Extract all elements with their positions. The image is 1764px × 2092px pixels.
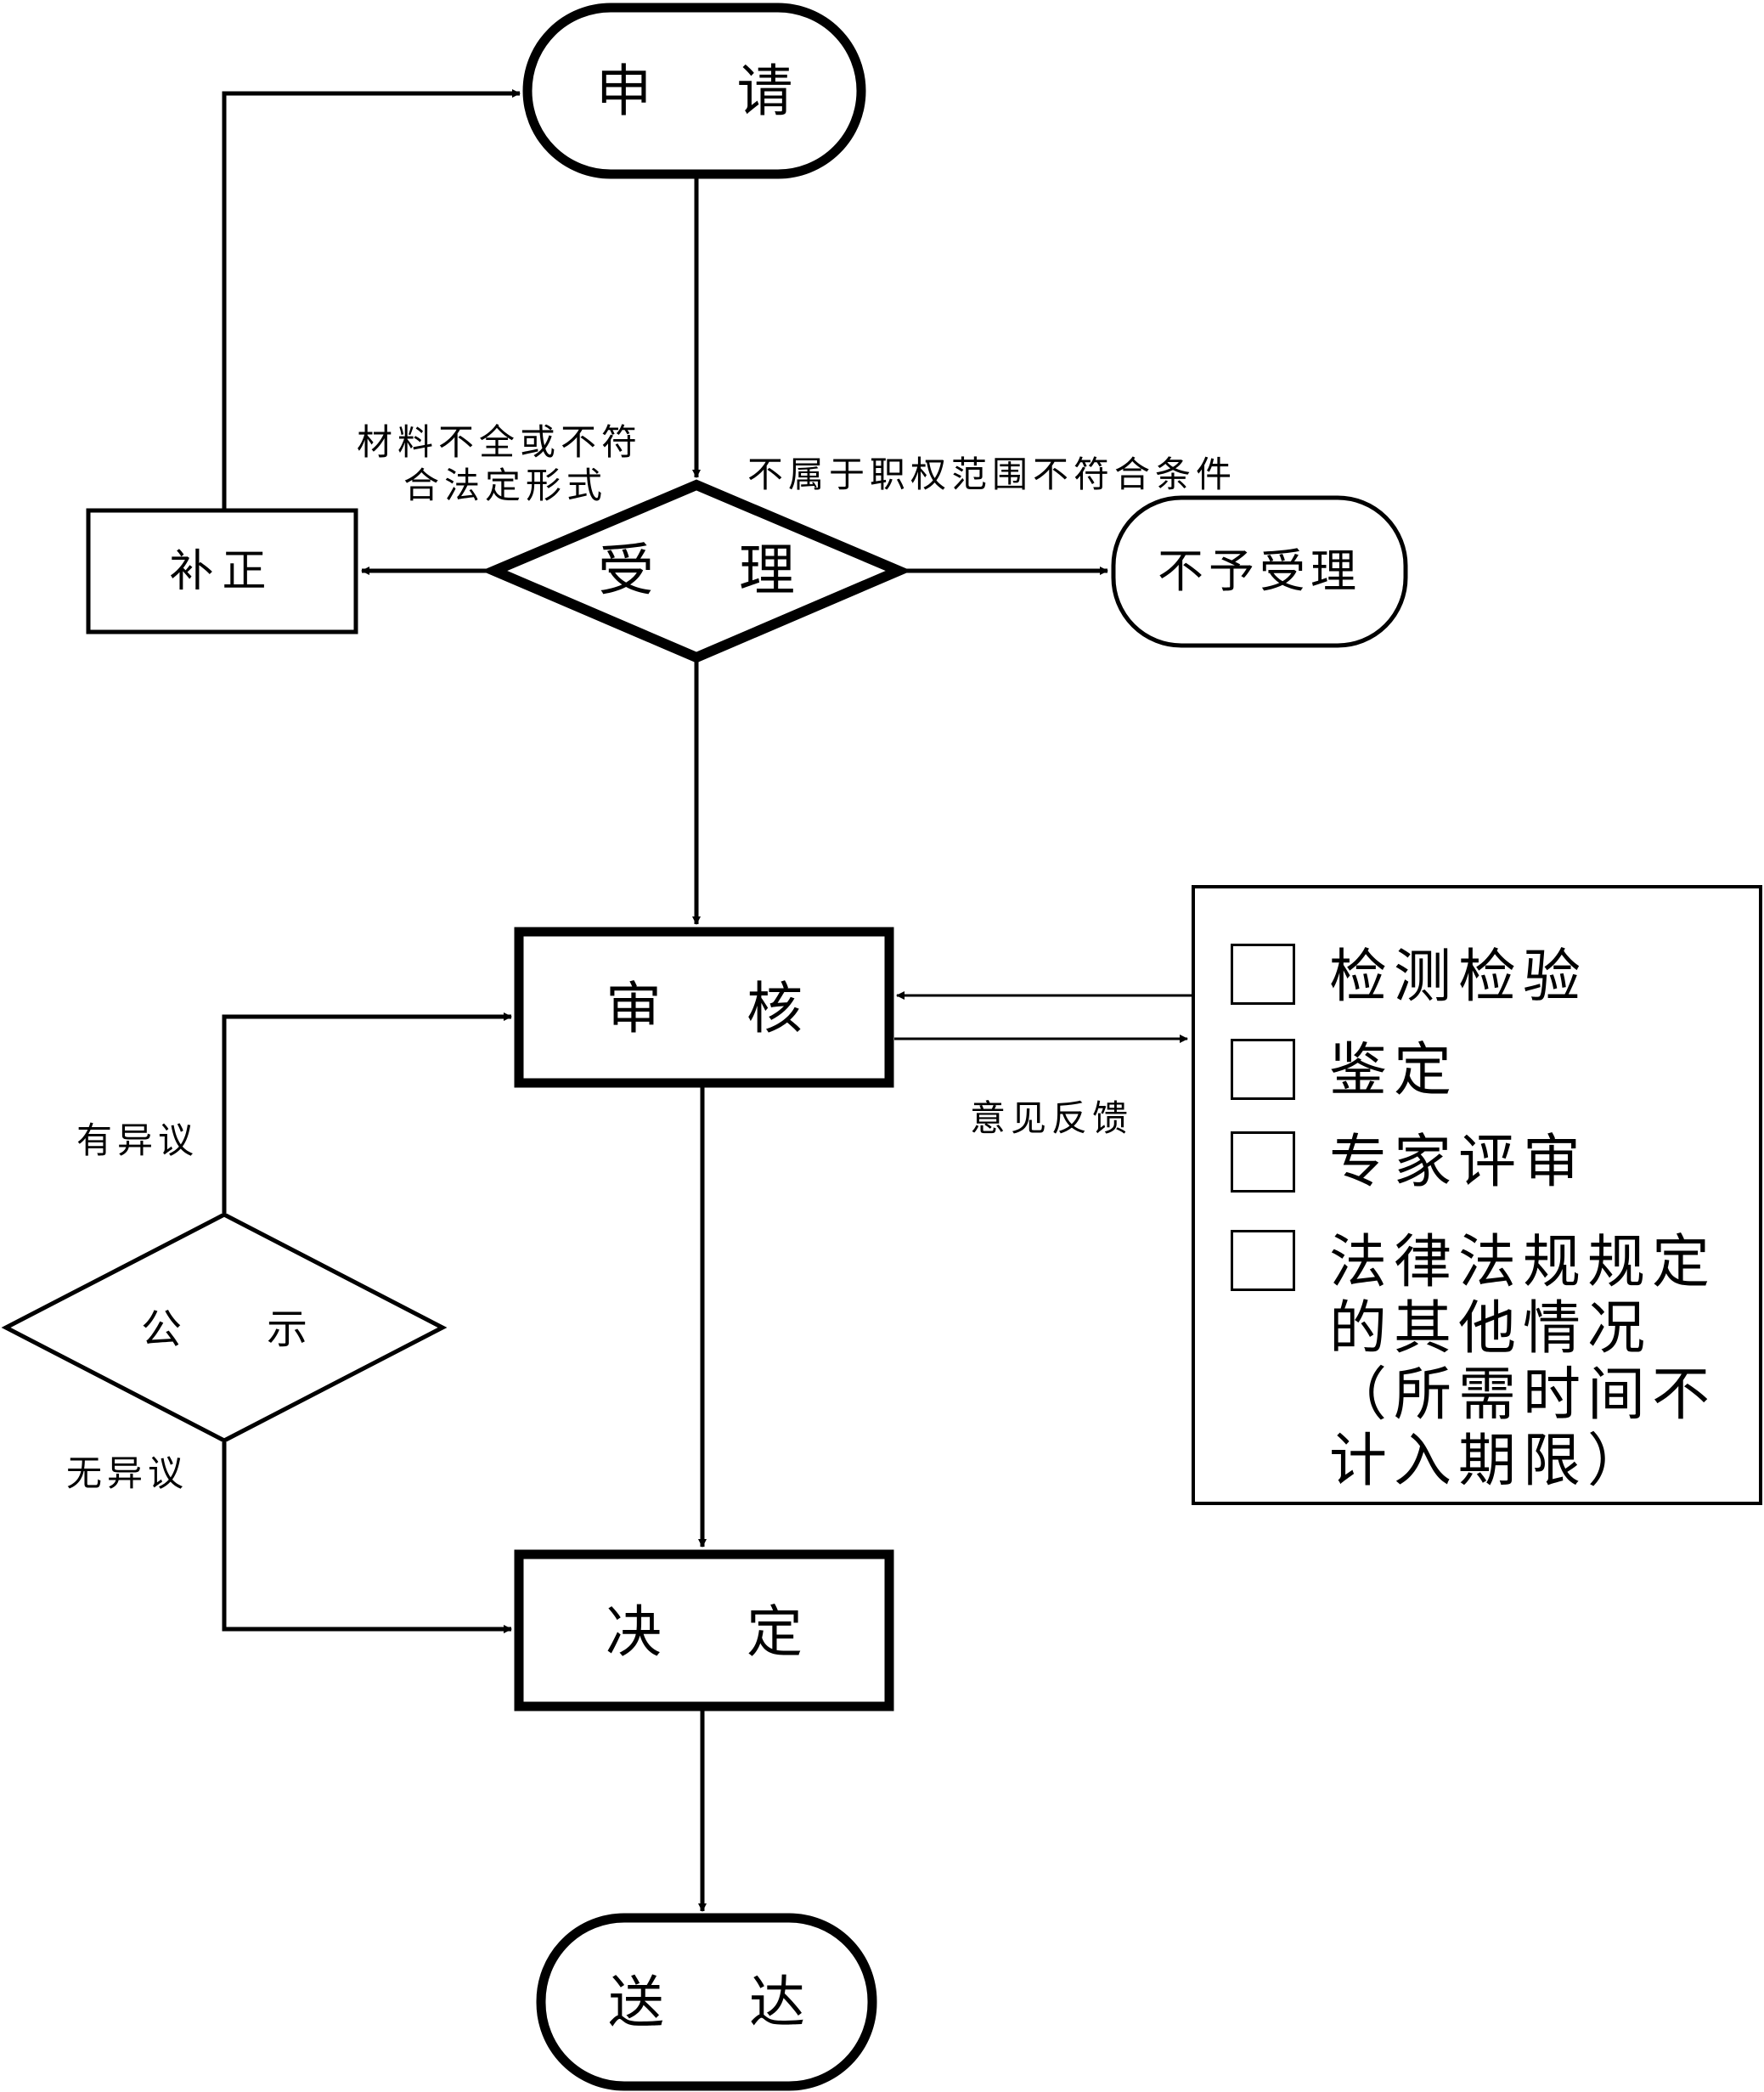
review-box [514,927,894,1088]
accept-char-2: 理 [739,538,795,603]
edge-label-incomplete-line2: 合法定形式 [403,465,608,506]
edge-publicity-to-decision [222,1442,512,1633]
edge-label-incomplete-line1: 材料不全或不符 [357,421,643,463]
publicity-char-1: 公 [140,1305,182,1353]
decision-char-2: 定 [747,1599,803,1665]
review-char-2: 核 [747,976,803,1041]
side-item-other-legal-line2: 的其他情况 [1329,1295,1653,1362]
edge-correction-to-apply [222,89,521,509]
reject-text: 不予受理 [1158,544,1361,598]
accept-char-1: 受 [598,538,654,603]
correction-text: 补正 [169,546,275,597]
correction-label: 补正 [88,548,356,595]
reject-label: 不予受理 [1113,546,1406,597]
side-item-other-legal-line4: 计入期限） [1329,1428,1653,1495]
checkbox-inspection[interactable] [1231,944,1295,1005]
checkbox-expert-review[interactable] [1231,1131,1295,1193]
edge-label-out-of-scope: 不属于职权范围不符合条件 [747,454,1237,495]
accept-label: 受 理 [494,539,899,603]
apply-label: 申 请 [527,59,861,124]
delivery-label: 送 达 [541,1971,872,2035]
side-item-expert-review: 专家评审 [1329,1129,1588,1196]
decision-char-1: 决 [606,1599,662,1665]
apply-char-1: 申 [595,59,652,124]
checkbox-other-legal[interactable] [1231,1230,1295,1291]
side-item-other-legal: 法律法规规定 的其他情况 （所需时间不 计入期限） [1329,1230,1716,1495]
correction-box [86,508,358,634]
delivery-char-2: 达 [749,1970,805,2035]
decision-box [514,1549,894,1711]
apply-char-2: 请 [736,59,793,124]
decision-label: 决 定 [519,1600,889,1665]
edge-label-feedback: 意见反馈 [970,1097,1134,1139]
edge-label-has-objection: 有异议 [76,1119,200,1161]
checkbox-appraisal[interactable] [1231,1039,1295,1100]
edge-publicity-to-review [222,1012,512,1213]
review-label: 审 核 [519,977,889,1041]
apply-terminator [522,3,866,179]
publicity-label: 公 示 [6,1308,442,1350]
reject-terminator [1111,495,1408,648]
edge-label-no-objection: 无异议 [66,1452,189,1494]
delivery-terminator [536,1913,877,2091]
delivery-char-1: 送 [608,1970,664,2035]
side-item-other-legal-line3: （所需时间不 [1329,1362,1717,1429]
side-item-other-legal-line1: 法律法规规定 [1329,1229,1717,1296]
publicity-char-2: 示 [267,1305,308,1353]
side-item-inspection: 检测检验 [1329,944,1588,1011]
publicity-decision-diamond [1,1212,448,1443]
accept-decision-diamond [481,479,912,663]
review-char-1: 审 [606,976,662,1041]
side-item-appraisal: 鉴定 [1329,1037,1459,1104]
